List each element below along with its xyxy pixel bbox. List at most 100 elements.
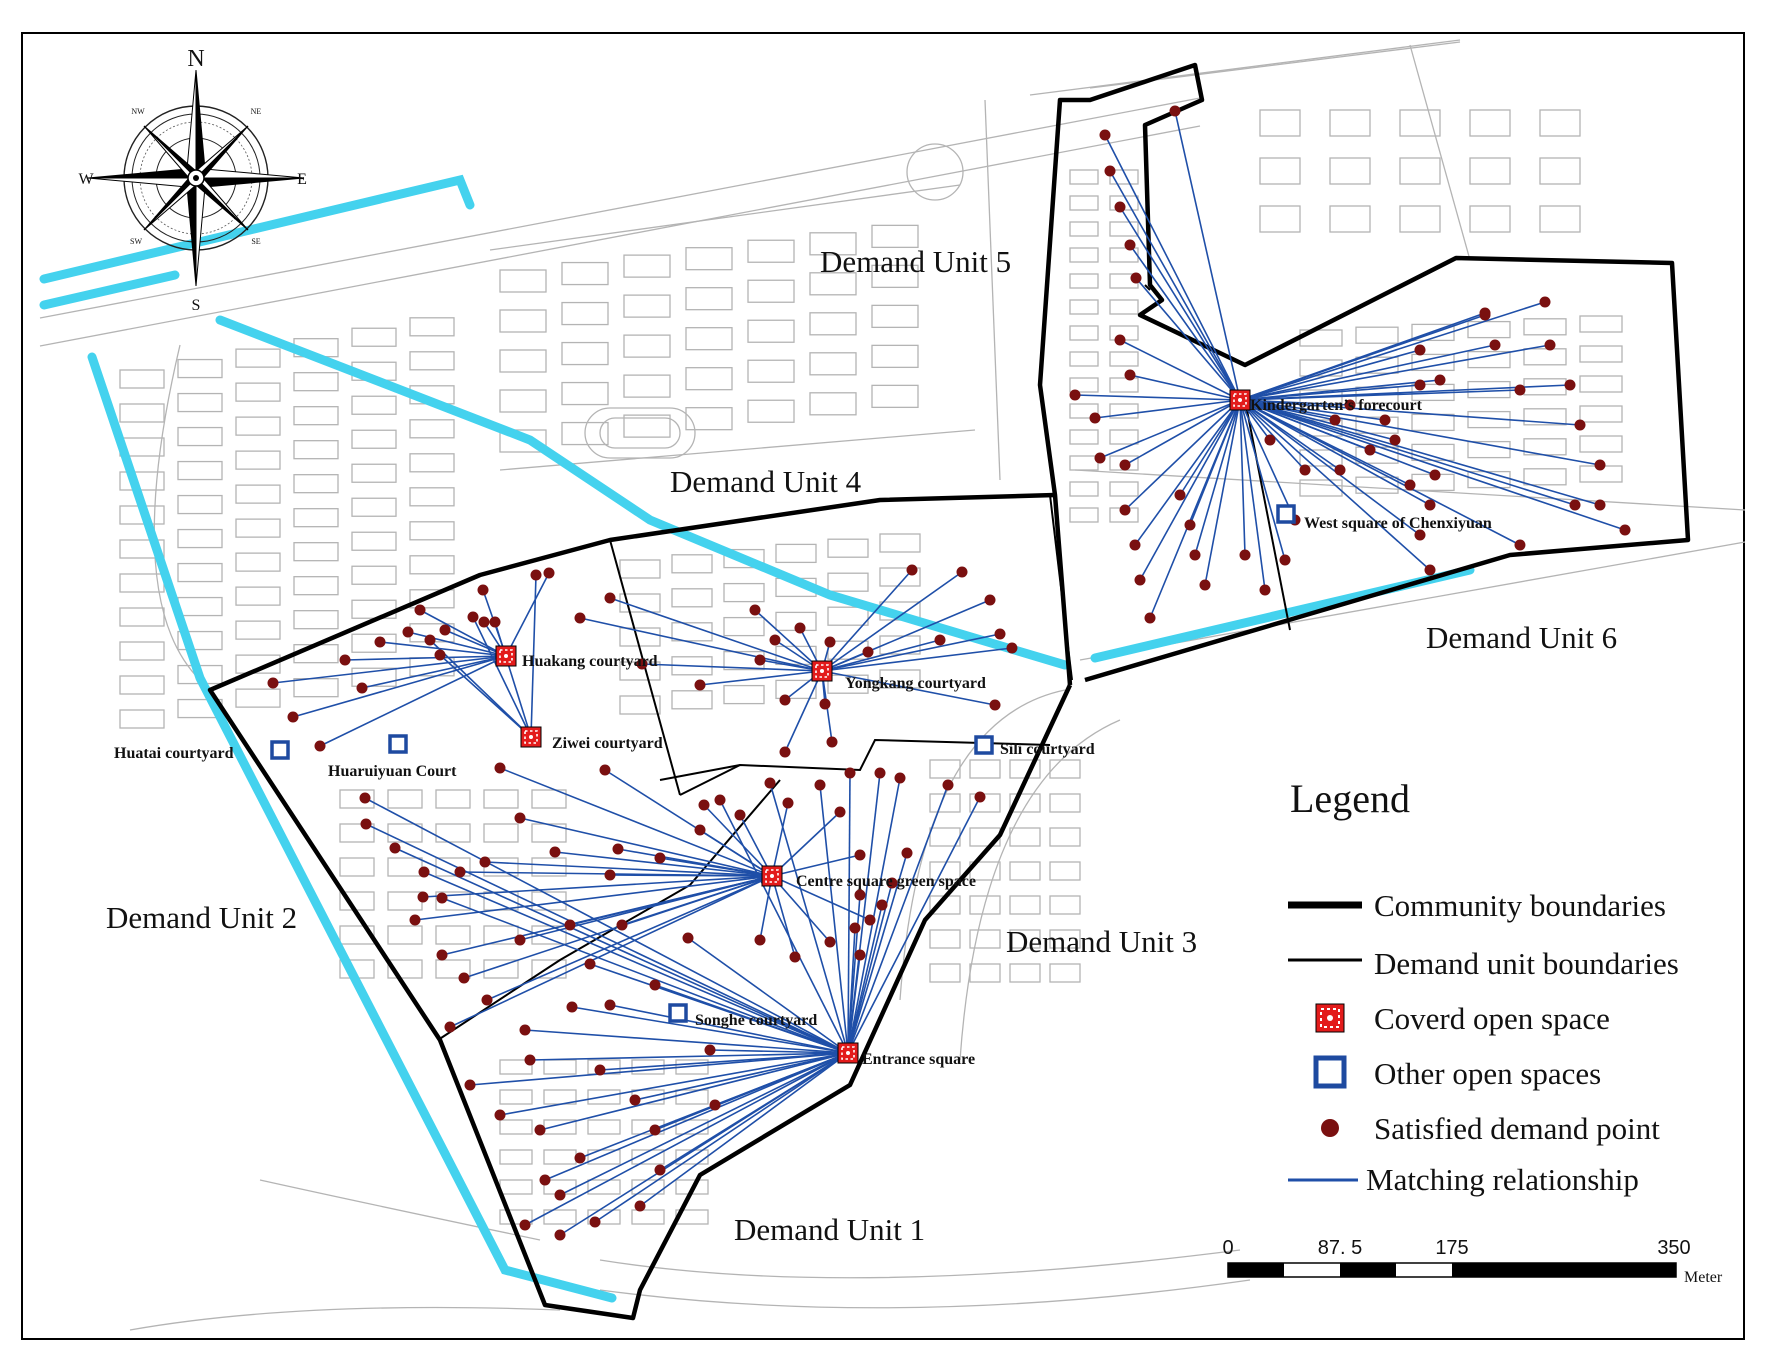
building-block bbox=[1579, 375, 1623, 393]
other-open-spaces bbox=[270, 504, 1296, 1023]
building-block bbox=[499, 269, 547, 293]
demand-point bbox=[514, 812, 526, 824]
other-space-marker-huatai bbox=[270, 740, 290, 760]
building-block bbox=[119, 471, 165, 491]
building-block bbox=[235, 484, 281, 504]
demand-point bbox=[434, 649, 446, 661]
building-block bbox=[1109, 299, 1139, 315]
label-demand-unit-2: Demand Unit 2 bbox=[106, 900, 297, 935]
building-block bbox=[409, 317, 455, 337]
demand-point bbox=[356, 682, 368, 694]
demand-point bbox=[554, 1189, 566, 1201]
matching-line-centre bbox=[484, 861, 773, 877]
building-block bbox=[969, 759, 1001, 779]
building-block bbox=[1069, 403, 1099, 419]
building-block bbox=[1469, 109, 1511, 137]
demand-point bbox=[906, 564, 918, 576]
building-block bbox=[879, 533, 921, 553]
demand-point bbox=[984, 594, 996, 606]
demand-point bbox=[1129, 539, 1141, 551]
building-block bbox=[435, 925, 471, 945]
demand-point bbox=[934, 634, 946, 646]
matching-line-kindergarten bbox=[1239, 399, 1266, 591]
building-block bbox=[1523, 408, 1567, 426]
matching-line-centre bbox=[569, 875, 773, 926]
building-block bbox=[1259, 157, 1301, 185]
building-block bbox=[409, 453, 455, 473]
building-block bbox=[387, 789, 423, 809]
matching-line-yongkang bbox=[784, 670, 823, 753]
building-block bbox=[483, 789, 519, 809]
demand-point bbox=[1434, 374, 1446, 386]
building-block bbox=[879, 669, 921, 689]
matching-line-ziwei bbox=[429, 639, 532, 738]
demand-point bbox=[886, 877, 898, 889]
demand-point bbox=[439, 624, 451, 636]
building-block bbox=[809, 232, 857, 256]
building-block bbox=[1355, 326, 1399, 344]
demand-point bbox=[1259, 584, 1271, 596]
demand-point bbox=[584, 958, 596, 970]
building-block bbox=[499, 349, 547, 373]
demand-point bbox=[389, 842, 401, 854]
building-block bbox=[1069, 221, 1099, 237]
demand-point bbox=[494, 762, 506, 774]
building-block bbox=[1259, 109, 1301, 137]
matching-line-entrance bbox=[571, 1006, 849, 1054]
demand-point bbox=[834, 806, 846, 818]
building-block bbox=[631, 1209, 665, 1225]
demand-point bbox=[1389, 434, 1401, 446]
building-block bbox=[1355, 476, 1399, 494]
building-block bbox=[685, 247, 733, 271]
demand-point bbox=[1069, 389, 1081, 401]
demand-point bbox=[534, 1124, 546, 1136]
matching-line-kindergarten bbox=[1104, 134, 1241, 401]
demand-point bbox=[1364, 444, 1376, 456]
building-block bbox=[671, 622, 713, 642]
legend-community-boundaries: Community boundaries bbox=[1374, 888, 1666, 923]
demand-point bbox=[1329, 414, 1341, 426]
building-block bbox=[685, 407, 733, 431]
building-block bbox=[561, 421, 609, 446]
demand-point bbox=[649, 1124, 661, 1136]
building-block bbox=[1523, 348, 1567, 366]
building-block bbox=[351, 327, 397, 347]
matching-line-huakang bbox=[419, 609, 507, 657]
matching-line-yongkang bbox=[699, 670, 823, 686]
demand-point bbox=[704, 1044, 716, 1056]
building-block bbox=[499, 389, 547, 413]
covered-space-marker-kindergarten bbox=[1229, 389, 1251, 411]
building-block bbox=[1009, 861, 1041, 881]
covered-space-marker-huakang bbox=[495, 645, 517, 667]
demand-point bbox=[994, 628, 1006, 640]
demand-point bbox=[464, 1079, 476, 1091]
matching-line-kindergarten bbox=[1239, 399, 1576, 506]
building-block bbox=[1109, 377, 1139, 393]
matching-line-kindergarten bbox=[1179, 399, 1241, 496]
building-block bbox=[561, 341, 609, 366]
covered-open-spaces bbox=[495, 389, 1251, 1064]
building-block bbox=[1009, 963, 1041, 983]
demand-point bbox=[1130, 272, 1142, 284]
building-block bbox=[809, 352, 857, 376]
demand-point bbox=[539, 1174, 551, 1186]
compass-ne: NE bbox=[251, 107, 262, 116]
matching-line-entrance bbox=[687, 937, 849, 1054]
building-block bbox=[499, 1209, 533, 1225]
demand-point bbox=[467, 611, 479, 623]
demand-point bbox=[477, 584, 489, 596]
demand-point bbox=[1299, 464, 1311, 476]
demand-point bbox=[1344, 399, 1356, 411]
demand-point bbox=[894, 772, 906, 784]
building-block bbox=[1329, 157, 1371, 185]
demand-point bbox=[654, 1164, 666, 1176]
demand-point bbox=[1424, 499, 1436, 511]
building-block bbox=[1467, 470, 1511, 489]
building-block bbox=[623, 374, 671, 398]
demand-point bbox=[1514, 384, 1526, 396]
matching-line-entrance bbox=[544, 1052, 849, 1181]
matching-line-kindergarten bbox=[1239, 399, 1626, 531]
building-block bbox=[177, 494, 223, 515]
label-songhe-courtyard: Songhe courtyard bbox=[695, 1012, 817, 1029]
